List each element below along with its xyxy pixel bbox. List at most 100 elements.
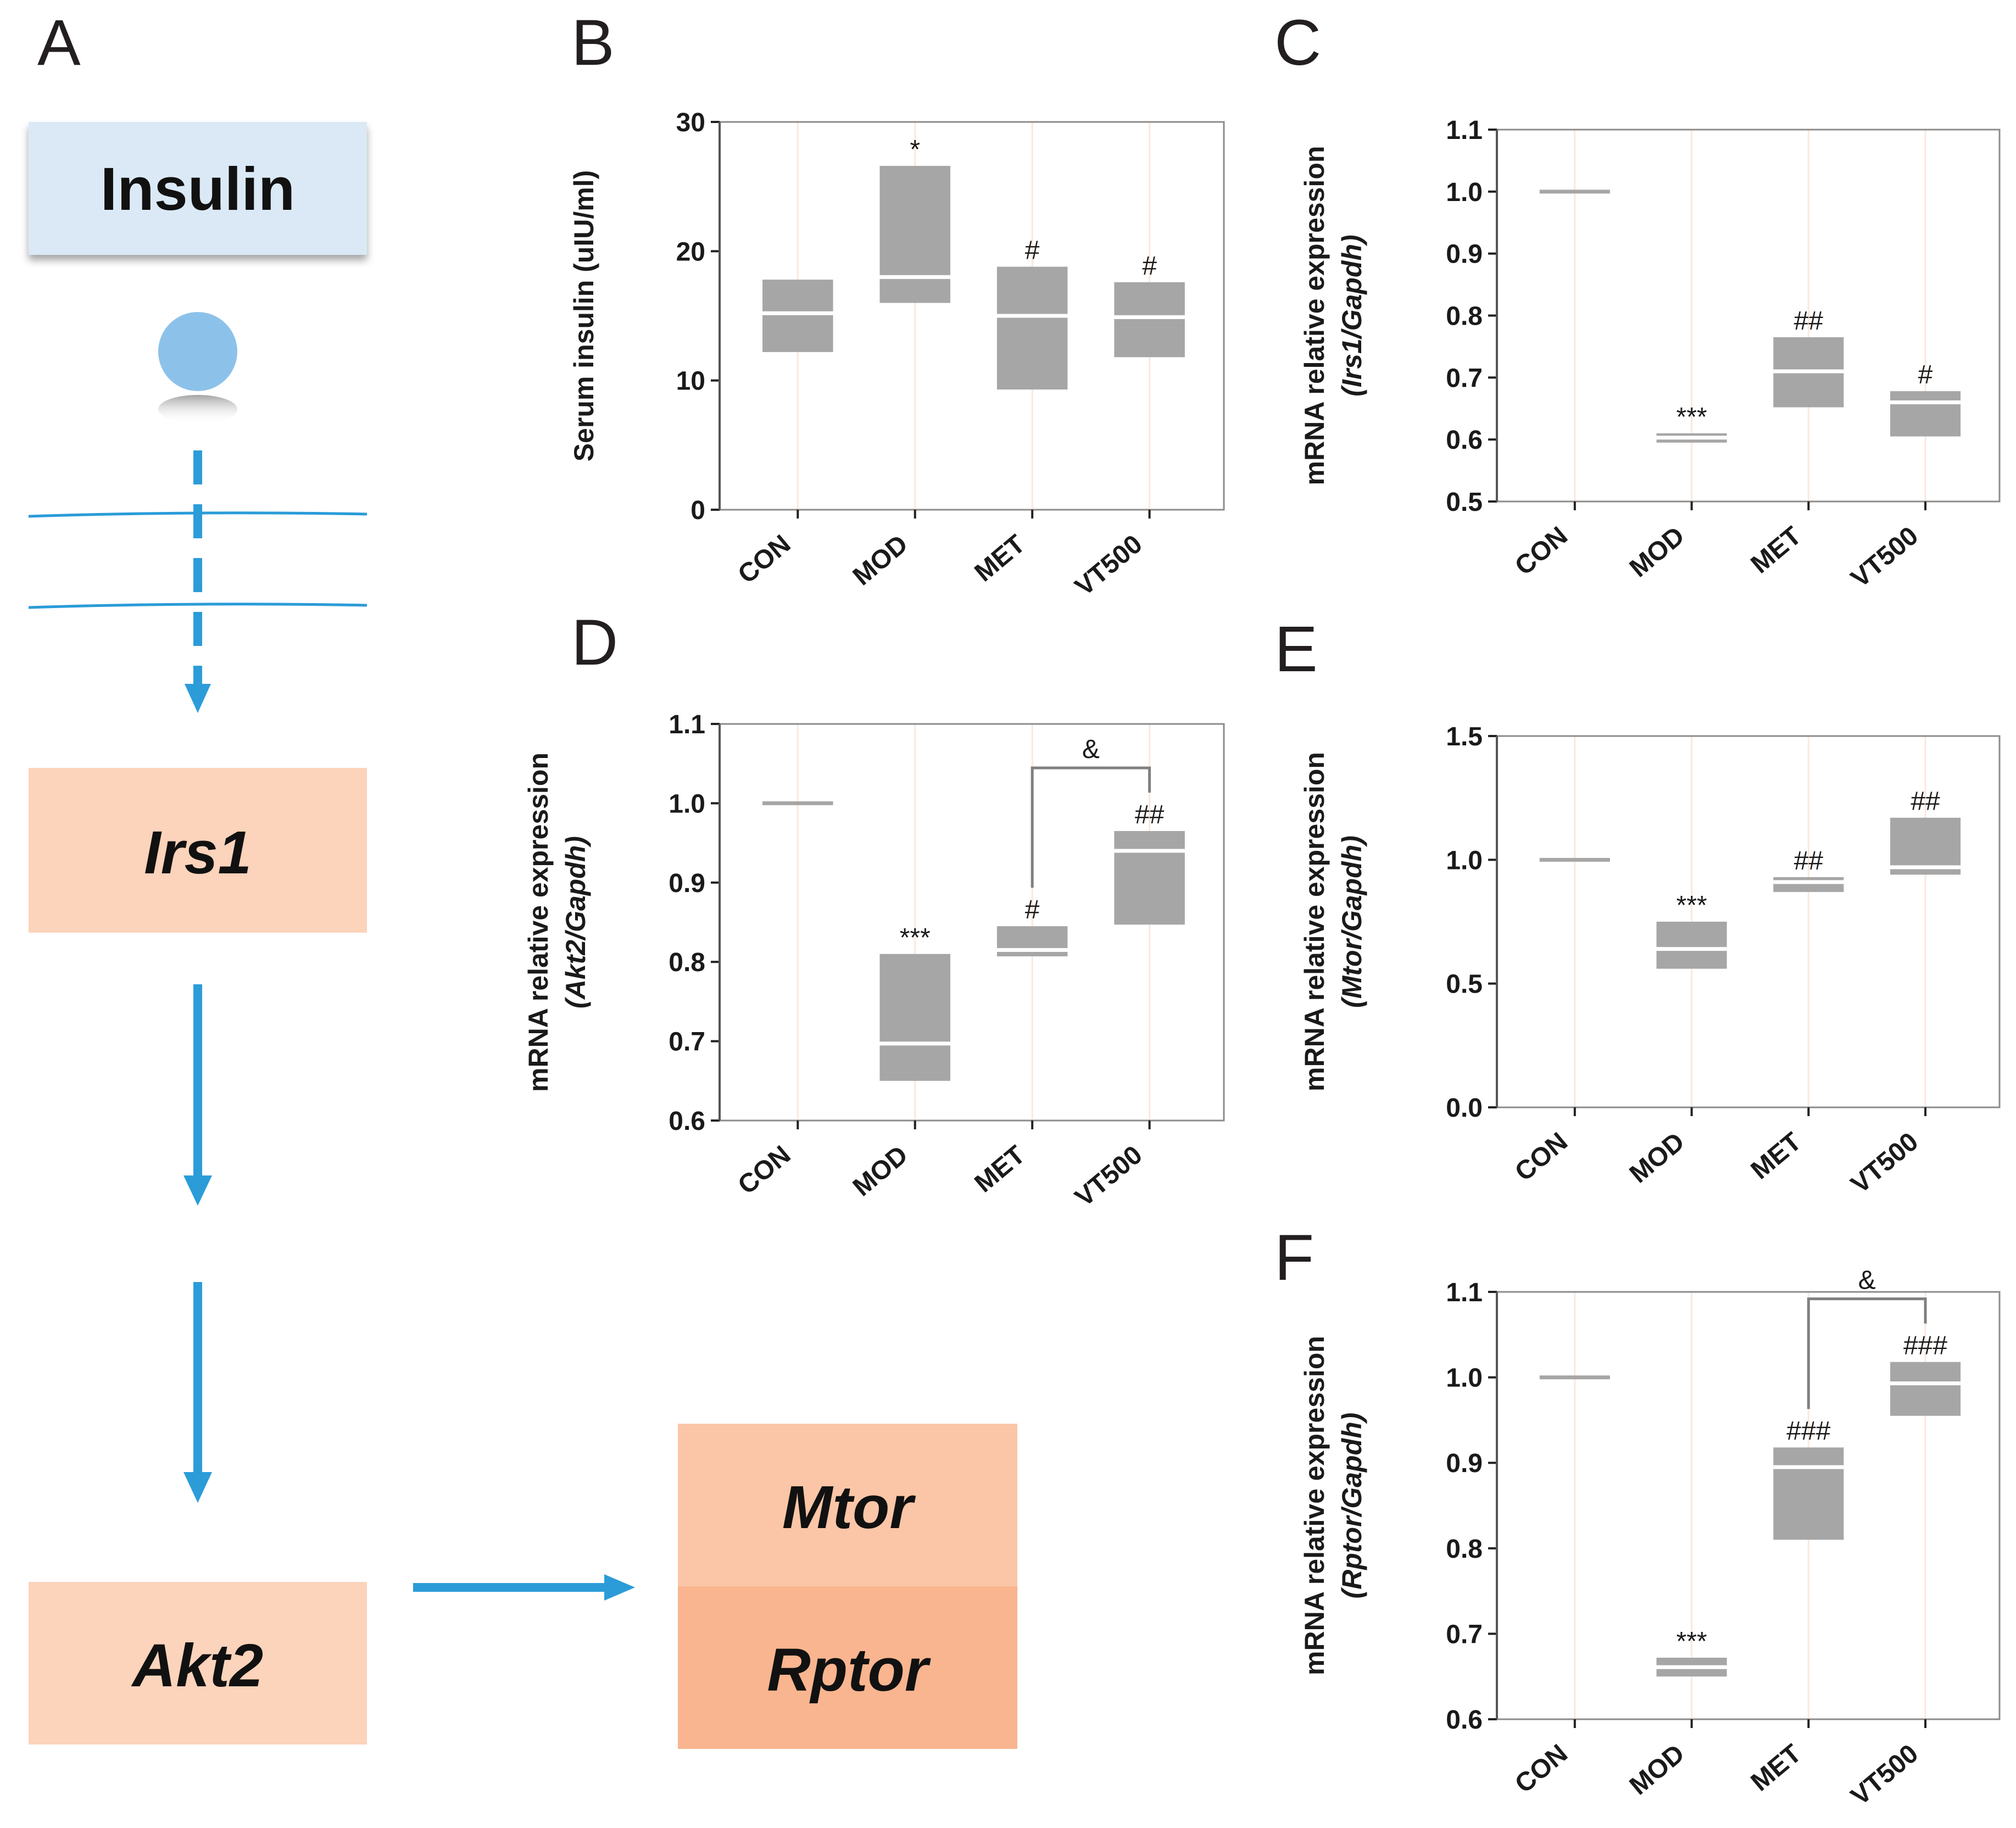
y-tick-label: 0.7 [669,1028,705,1057]
rptor-label: Rptor [767,1636,931,1704]
y-tick-label: 0.8 [1446,302,1483,331]
significance-label: # [1142,252,1157,281]
x-tick-label: CON [1510,1739,1573,1799]
significance-label: # [1025,895,1040,924]
y-axis-title: mRNA relative expression [1299,752,1330,1091]
pathway-panel: A Insulin Irs1 Akt2 Mtor Rptor [28,7,1017,1749]
mtor-box [678,1424,1017,1586]
y-axis-subtitle: (Akt2/Gapdh) [560,836,591,1008]
box-mark [1890,391,1961,437]
significance-label: ## [1794,306,1824,336]
box-mark [762,280,833,352]
box-mark [1890,817,1961,875]
significance-label: # [1918,360,1933,389]
y-axis-subtitle: (Rptor/Gapdh) [1336,1413,1367,1599]
y-tick-label: 1.0 [669,789,705,818]
bracket-label: & [1082,735,1100,764]
panel-letter-a: A [37,7,81,79]
significance-label: # [1025,236,1040,265]
akt2-box [29,1582,367,1745]
y-tick-label: 0.9 [1446,240,1483,269]
arrow-head-1-icon [183,1175,212,1206]
panel-letter-c: C [1274,7,1321,79]
significance-label: ## [1911,787,1940,816]
y-tick-label: 0.7 [1446,1620,1483,1649]
plot-frame [1496,129,2001,503]
significance-label: ## [1794,846,1824,876]
x-tick-label: CON [1510,521,1573,581]
box-mark [1773,877,1844,892]
x-tick-label: VT500 [1070,530,1148,602]
x-tick-label: MET [1746,1739,1807,1797]
significance-label: *** [900,923,931,952]
y-tick-label: 1.5 [1446,722,1483,751]
box-mark [1114,282,1185,358]
bracket-label: & [1858,1266,1876,1295]
membrane-line-inner [28,603,367,609]
panel-letter-d: D [571,606,618,679]
y-axis-title: mRNA relative expression [1299,146,1330,486]
arrow-head-3-icon [604,1574,635,1601]
dashed-arrow-head-icon [185,684,211,713]
box-mark [1656,922,1727,969]
y-tick-label: 20 [676,237,705,266]
box-mark [1114,831,1185,925]
comparison-bracket [1031,766,1151,888]
y-axis-subtitle: (Mtor/Gapdh) [1336,835,1367,1008]
y-axis-title: mRNA relative expression [1299,1336,1330,1675]
box-mark [1890,1362,1961,1416]
mtor-label: Mtor [782,1474,916,1541]
significance-label: *** [1677,891,1707,920]
ligand-icon [158,312,237,391]
y-tick-label: 1.0 [1446,1364,1483,1393]
panel-letter-b: B [571,7,615,79]
y-tick-label: 0.5 [1446,488,1483,517]
y-tick-label: 0.8 [1446,1535,1483,1564]
y-tick-label: 1.1 [1446,116,1483,145]
significance-label: ### [1903,1331,1947,1361]
y-tick-label: 0.7 [1446,364,1483,393]
x-tick-label: CON [733,1140,797,1200]
x-tick-label: MET [1746,521,1807,579]
y-axis-title: mRNA relative expression [523,753,554,1092]
y-tick-label: 0.6 [1446,1706,1483,1735]
akt2-label: Akt2 [131,1632,263,1699]
y-tick-label: 1.0 [1446,178,1483,207]
x-tick-label: VT500 [1070,1140,1148,1213]
box-mark [1773,1447,1844,1540]
box-mark [996,266,1068,390]
irs1-box [29,768,367,933]
panel-letter-e: E [1274,613,1318,686]
significance-label: *** [1677,1627,1707,1656]
y-tick-label: 30 [676,108,705,137]
y-tick-label: 0.9 [669,869,705,898]
x-tick-label: MOD [848,1140,914,1202]
y-axis-subtitle: (Irs1/Gapdh) [1336,235,1367,396]
y-tick-label: 0.6 [669,1107,705,1136]
significance-label: *** [1677,403,1707,432]
significance-label: * [910,135,920,164]
x-tick-label: VT500 [1846,521,1924,594]
y-tick-label: 1.1 [669,710,705,739]
y-axis-title: Serum insulin (uIU/ml) [569,170,599,462]
x-tick-label: MOD [1624,521,1690,583]
insulin-box [29,122,367,255]
y-tick-label: 10 [676,367,705,396]
y-tick-label: 0.5 [1446,970,1483,999]
x-tick-label: MOD [848,530,914,592]
y-tick-label: 0.9 [1446,1449,1483,1478]
y-tick-label: 0.6 [1446,426,1483,455]
y-tick-label: 1.1 [1446,1278,1483,1307]
significance-label: ## [1135,800,1165,829]
y-tick-label: 0.8 [669,948,705,977]
y-tick-label: 0 [690,496,705,525]
y-tick-label: 0.0 [1446,1094,1483,1123]
significance-label: ### [1786,1417,1830,1446]
